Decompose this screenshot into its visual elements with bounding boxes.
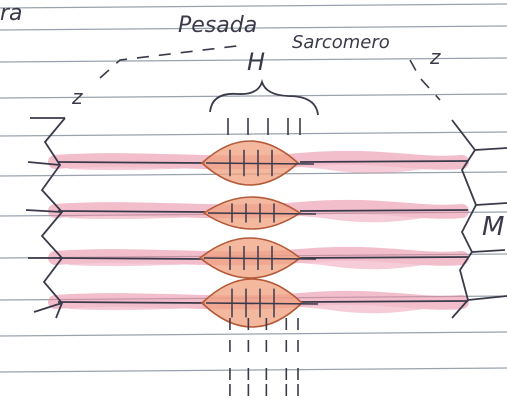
label-h: H — [247, 48, 265, 76]
diamond-axis — [204, 258, 316, 259]
diamond-axis — [206, 163, 314, 164]
ruled-line — [0, 132, 507, 136]
ruled-line — [0, 368, 507, 372]
label-pesada: Pesada — [178, 13, 257, 38]
corner-text: ra — [0, 1, 23, 26]
diamond-axis — [206, 303, 318, 304]
label-z-left: z — [71, 85, 83, 109]
ruled-line — [0, 4, 507, 8]
label-z-right: z — [429, 45, 441, 69]
z-line-left — [26, 118, 65, 318]
label-m: M — [482, 212, 504, 242]
label-sarcomero: Sarcomero — [292, 32, 390, 53]
h-zone-brace — [210, 82, 318, 115]
diamond-axis — [208, 213, 316, 214]
ruled-line — [0, 332, 507, 336]
